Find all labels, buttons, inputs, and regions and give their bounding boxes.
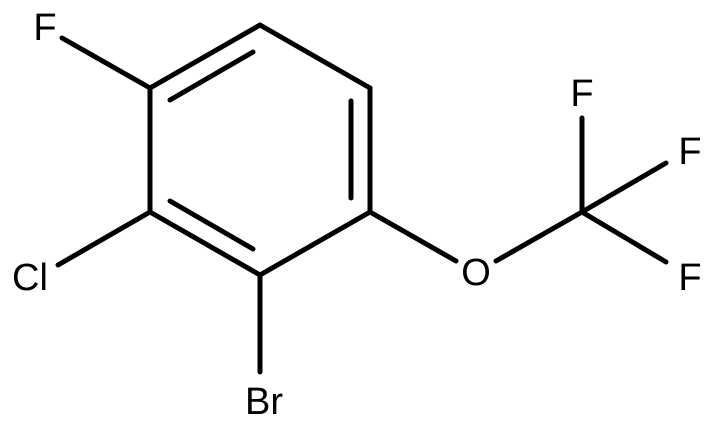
bond-c1-f (59, 35, 153, 91)
bond-c-f-bottom (579, 209, 669, 265)
bond-c2-c3 (257, 22, 373, 91)
substituent-bonds (55, 35, 669, 375)
bond-c4-o (367, 209, 459, 264)
bond-o-cf3 (493, 209, 585, 264)
atom-label-cl: Cl (12, 257, 48, 299)
bond-c5-c6 (147, 209, 263, 278)
atom-label-f-bottom: F (678, 257, 701, 299)
bond-c1-c2 (147, 22, 263, 91)
atom-labels: F Cl Br O F F F (12, 7, 702, 423)
atom-label-br: Br (245, 381, 283, 423)
ring-inner-double-bonds (167, 49, 354, 252)
atom-label-f-ring: F (33, 7, 56, 49)
double-bond-c5-c6 (167, 198, 256, 252)
atom-label-o: O (461, 252, 491, 294)
atom-label-f-top: F (570, 73, 593, 115)
ring-bonds (147, 22, 373, 278)
atom-label-f-right: F (678, 131, 701, 173)
bond-c4-c5 (257, 209, 373, 278)
double-bond-c1-c2 (167, 49, 256, 103)
bond-c-f-right (579, 160, 669, 215)
bond-c6-cl (55, 209, 153, 268)
